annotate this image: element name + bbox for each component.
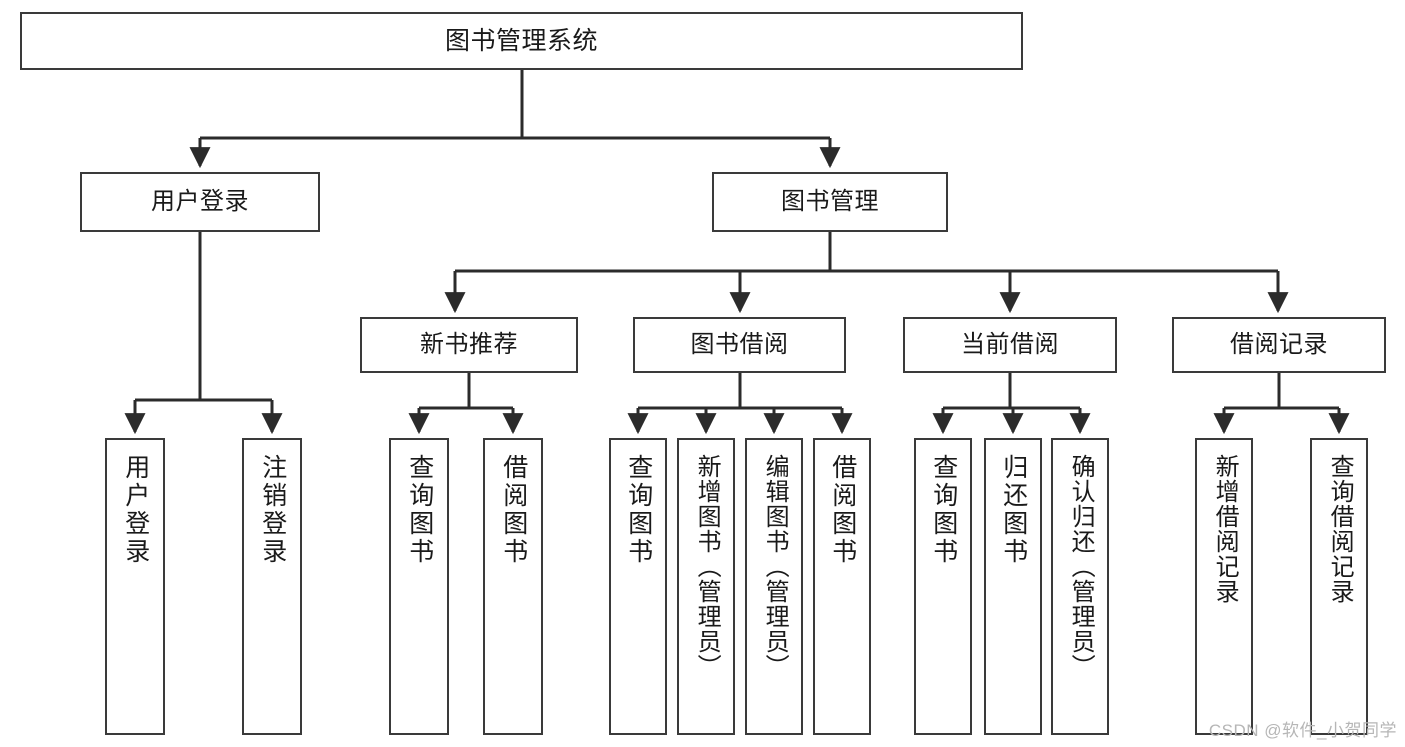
node-leaf-query-book-1-label: 查询图书 — [405, 454, 434, 566]
node-leaf-borrow-book-1-label: 借阅图书 — [499, 454, 528, 566]
node-leaf-query-record-label: 查询借阅记录 — [1326, 454, 1354, 604]
node-leaf-add-book-label: 新增图书（管理员） — [693, 454, 721, 679]
node-leaf-return-book[interactable]: 归还图书 — [984, 438, 1042, 735]
node-leaf-query-record[interactable]: 查询借阅记录 — [1310, 438, 1368, 735]
node-user-login-label: 用户登录 — [151, 187, 249, 215]
node-leaf-edit-book[interactable]: 编辑图书（管理员） — [745, 438, 803, 735]
node-root-label: 图书管理系统 — [444, 27, 598, 55]
node-leaf-add-record[interactable]: 新增借阅记录 — [1195, 438, 1253, 735]
node-leaf-query-book-2-label: 查询图书 — [624, 454, 653, 566]
node-leaf-borrow-book-2-label: 借阅图书 — [828, 454, 857, 566]
node-leaf-borrow-book-2[interactable]: 借阅图书 — [813, 438, 871, 735]
node-leaf-add-book[interactable]: 新增图书（管理员） — [677, 438, 735, 735]
watermark: CSDN @软件_小贺同学 — [1208, 721, 1397, 740]
node-leaf-query-book-3[interactable]: 查询图书 — [914, 438, 972, 735]
node-borrow-record[interactable]: 借阅记录 — [1172, 317, 1386, 373]
node-root[interactable]: 图书管理系统 — [20, 12, 1023, 70]
node-leaf-query-book-2[interactable]: 查询图书 — [609, 438, 667, 735]
node-borrow-record-label: 借阅记录 — [1230, 330, 1328, 358]
node-current-borrow-label: 当前借阅 — [961, 330, 1059, 358]
node-leaf-add-record-label: 新增借阅记录 — [1211, 454, 1239, 604]
node-leaf-edit-book-label: 编辑图书（管理员） — [761, 454, 789, 679]
node-new-book-rec[interactable]: 新书推荐 — [360, 317, 578, 373]
node-leaf-user-login-label: 用户登录 — [121, 454, 150, 566]
node-leaf-query-book-1[interactable]: 查询图书 — [389, 438, 449, 735]
node-leaf-borrow-book-1[interactable]: 借阅图书 — [483, 438, 543, 735]
node-leaf-logout[interactable]: 注销登录 — [242, 438, 302, 735]
node-book-manage[interactable]: 图书管理 — [712, 172, 948, 232]
node-book-manage-label: 图书管理 — [781, 187, 879, 215]
node-leaf-confirm-return-label: 确认归还（管理员） — [1067, 454, 1095, 679]
node-leaf-user-login[interactable]: 用户登录 — [105, 438, 165, 735]
node-leaf-query-book-3-label: 查询图书 — [929, 454, 958, 566]
node-book-borrow-label: 图书借阅 — [690, 330, 789, 358]
node-new-book-rec-label: 新书推荐 — [420, 330, 518, 358]
node-leaf-confirm-return[interactable]: 确认归还（管理员） — [1051, 438, 1109, 735]
node-user-login[interactable]: 用户登录 — [80, 172, 320, 232]
node-leaf-logout-label: 注销登录 — [258, 454, 287, 566]
node-leaf-return-book-label: 归还图书 — [999, 454, 1028, 566]
node-book-borrow[interactable]: 图书借阅 — [633, 317, 846, 373]
node-current-borrow[interactable]: 当前借阅 — [903, 317, 1117, 373]
